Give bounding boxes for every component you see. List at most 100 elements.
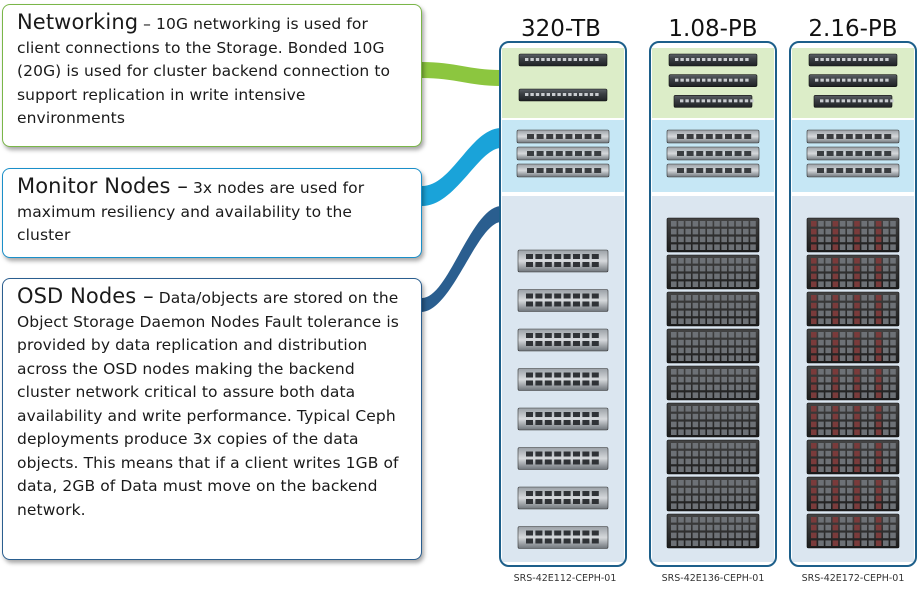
osd-drive xyxy=(890,480,896,486)
osd-drive xyxy=(868,384,875,391)
osd-drive xyxy=(825,532,831,539)
osd-drive xyxy=(854,281,860,287)
osd-node xyxy=(517,486,609,510)
osd-drive xyxy=(707,236,713,243)
osd-lead: Data/objects are stored on the Object St… xyxy=(17,289,399,519)
osd-drive xyxy=(750,347,756,354)
switch-port xyxy=(831,58,835,61)
osd-drive xyxy=(861,355,867,361)
osd-drive xyxy=(854,458,860,465)
osd-drive xyxy=(563,293,571,299)
osd-heading: OSD Nodes – xyxy=(17,284,154,308)
osd-drive xyxy=(685,421,691,428)
switch-port xyxy=(589,93,594,96)
switch-port xyxy=(562,93,567,96)
osd-drive xyxy=(721,244,727,250)
osd-drive xyxy=(832,281,839,287)
osd-drive xyxy=(832,532,839,539)
osd-drive xyxy=(692,429,699,435)
switch-port xyxy=(858,58,862,61)
osd-drive xyxy=(825,332,831,338)
osd-drive xyxy=(707,258,713,264)
osd-description: OSD Nodes – Data/objects are stored on t… xyxy=(2,278,422,560)
switch-port xyxy=(852,58,857,61)
monitor-drive xyxy=(705,134,713,139)
osd-drive xyxy=(868,429,875,435)
osd-drive xyxy=(678,532,684,539)
osd-drive xyxy=(671,258,677,264)
osd-drive xyxy=(832,517,839,523)
osd-drive xyxy=(707,429,713,435)
osd-drive xyxy=(750,421,756,428)
osd-drive xyxy=(692,265,699,272)
osd-drive xyxy=(685,376,691,383)
osd-drive xyxy=(875,302,882,309)
monitor-drive xyxy=(696,134,704,139)
osd-drive xyxy=(671,265,677,272)
osd-drive xyxy=(714,524,720,531)
osd-drive xyxy=(591,538,599,544)
osd-drive xyxy=(883,421,889,428)
osd-drive xyxy=(818,376,824,383)
osd-drive xyxy=(692,221,699,227)
switch-port xyxy=(874,78,878,82)
monitor-drive xyxy=(677,168,684,173)
osd-drive xyxy=(707,458,713,465)
switch-port xyxy=(568,58,572,61)
osd-drive xyxy=(707,339,713,346)
osd-drive xyxy=(868,302,875,309)
osd-drive xyxy=(868,273,875,280)
osd-drive xyxy=(811,355,817,361)
osd-drive xyxy=(728,236,735,243)
osd-drive xyxy=(671,273,677,280)
osd-drive xyxy=(839,421,846,428)
osd-drive xyxy=(728,540,735,546)
osd-drive xyxy=(854,466,860,472)
osd-drive xyxy=(678,347,684,354)
osd-drive xyxy=(721,517,727,523)
osd-drive xyxy=(707,244,713,250)
osd-drive xyxy=(714,318,720,324)
monitor-drive xyxy=(705,168,713,173)
osd-drive xyxy=(692,480,699,486)
osd-drive xyxy=(825,302,831,309)
osd-drive xyxy=(678,495,684,502)
osd-drive xyxy=(535,301,543,307)
monitor-drive xyxy=(845,168,853,173)
osd-drive xyxy=(861,406,867,412)
osd-drive xyxy=(678,384,684,391)
monitor-drive xyxy=(527,168,534,173)
osd-drive xyxy=(721,458,727,465)
osd-drive xyxy=(735,295,742,301)
osd-drive xyxy=(714,332,720,338)
monitor-drive xyxy=(536,168,544,173)
osd-drive xyxy=(818,413,824,420)
osd-drive xyxy=(714,339,720,346)
osd-drive xyxy=(582,293,590,299)
osd-drive xyxy=(714,443,720,449)
osd-drive xyxy=(868,369,875,375)
osd-drive xyxy=(699,236,706,243)
osd-drive xyxy=(714,295,720,301)
osd-drive xyxy=(685,228,691,235)
osd-drive xyxy=(743,236,749,243)
osd-drive xyxy=(735,495,742,502)
osd-drive xyxy=(832,221,839,227)
osd-drive xyxy=(811,524,817,531)
osd-drive xyxy=(678,450,684,457)
osd-drive xyxy=(875,480,882,486)
osd-drive xyxy=(825,487,831,494)
osd-drive xyxy=(714,244,720,250)
osd-drive xyxy=(825,524,831,531)
osd-drive xyxy=(554,380,562,386)
monitor-drive xyxy=(677,151,684,156)
osd-drive xyxy=(526,451,533,457)
switch-port xyxy=(739,78,744,82)
osd-drive xyxy=(883,466,889,472)
osd-drive xyxy=(573,412,580,417)
osd-drive xyxy=(573,333,580,338)
monitor-drive xyxy=(836,134,844,139)
osd-drive xyxy=(721,332,727,338)
osd-drive xyxy=(743,310,749,317)
switch-port xyxy=(707,58,711,61)
